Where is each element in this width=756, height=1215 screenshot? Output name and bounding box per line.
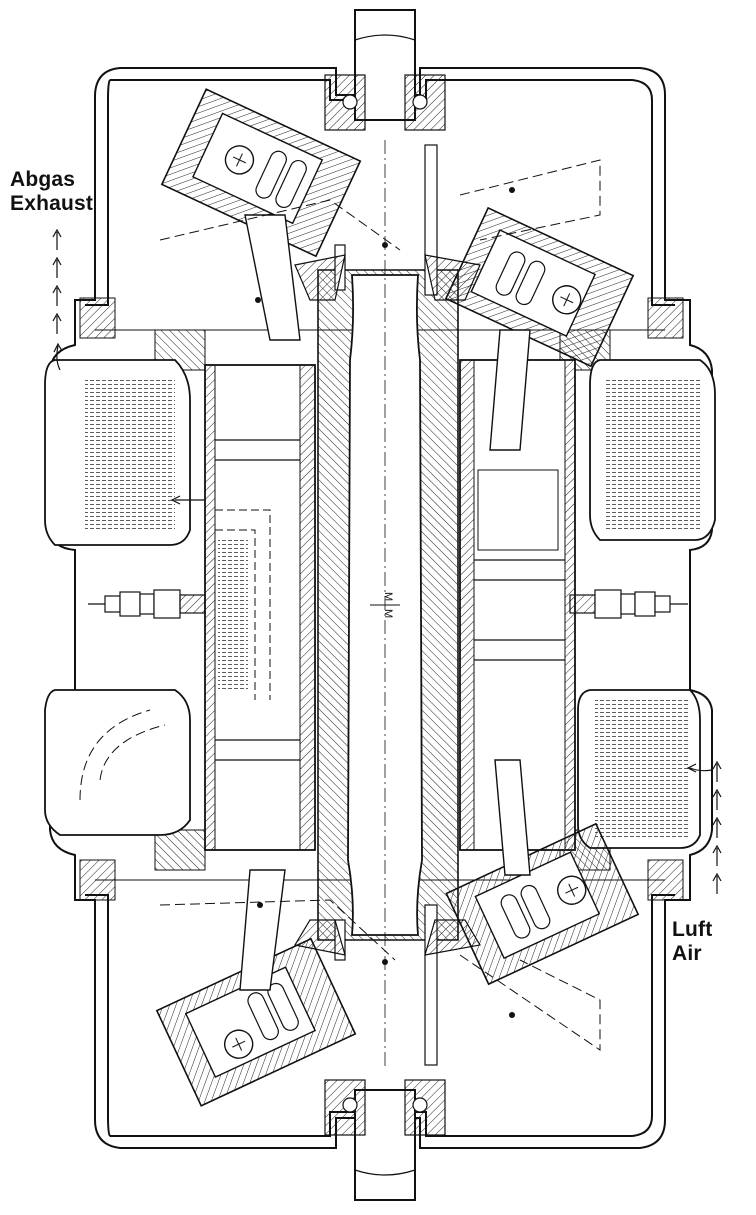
crank-assembly-top-left — [159, 88, 401, 341]
center-mark: M M — [370, 592, 400, 618]
center-mark-lower: M — [382, 609, 394, 618]
spark-plug-left — [88, 589, 206, 619]
exhaust-manifold-left-lower — [44, 689, 191, 836]
intake-manifold-right-upper — [589, 359, 716, 541]
cylinder-left — [204, 364, 316, 851]
crank-assembly-bottom-right — [445, 759, 640, 1051]
spark-plug-right — [569, 589, 688, 619]
air-label-en: Air — [672, 942, 702, 965]
crank-assembly-top-right — [444, 159, 635, 451]
center-mark-upper: M — [382, 592, 394, 601]
air-label-de: Luft — [672, 918, 713, 941]
intake-manifold-right-lower — [577, 689, 701, 849]
exhaust-label-en: Exhaust — [10, 192, 94, 215]
exhaust-manifold-left — [44, 359, 191, 546]
exhaust-label-de: Abgas — [10, 168, 76, 191]
exhaust-flow-arrows — [52, 228, 205, 505]
air-flow-arrows — [686, 760, 722, 894]
main-shaft — [324, 9, 446, 1201]
bevel-gears — [294, 254, 481, 956]
crank-assembly-bottom-left — [155, 869, 396, 1107]
